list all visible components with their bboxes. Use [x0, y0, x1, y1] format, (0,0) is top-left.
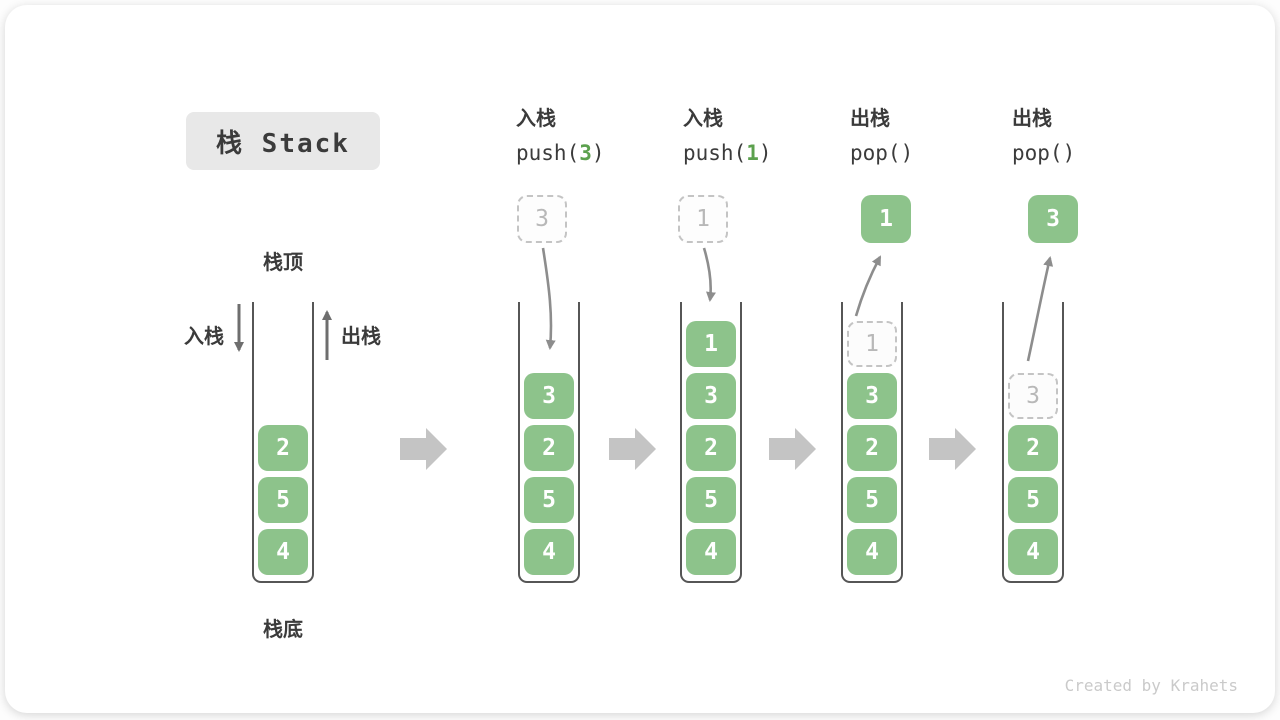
stack-cell: 2 [258, 425, 308, 471]
code-post: ) [758, 141, 772, 165]
operation-code: push(3) [516, 141, 605, 165]
stack-cell: 5 [524, 477, 574, 523]
stack-cell: 4 [524, 529, 574, 575]
push-direction-label: 入栈 [184, 324, 224, 348]
incoming-value: 3 [535, 206, 549, 232]
stack-cell: 2 [686, 425, 736, 471]
stack-cell: 4 [686, 529, 736, 575]
operation-pop-1: 出栈 pop() [850, 107, 913, 165]
operation-name: 入栈 [516, 106, 556, 130]
operation-code: pop() [1012, 141, 1075, 165]
stack-cell: 4 [258, 529, 308, 575]
operation-code: pop() [850, 141, 913, 165]
stack-cell: 5 [258, 477, 308, 523]
code-post: ) [591, 141, 605, 165]
stack-cell: 2 [524, 425, 574, 471]
incoming-value: 1 [696, 206, 710, 232]
stack-cell: 5 [847, 477, 897, 523]
code-post: ) [900, 141, 914, 165]
stack-top-label: 栈顶 [263, 250, 303, 274]
incoming-value-box: 3 [517, 195, 567, 243]
operation-name: 入栈 [683, 106, 723, 130]
operation-pop-2: 出栈 pop() [1012, 107, 1075, 165]
stack-after-push-3: 3 2 5 4 [518, 302, 580, 583]
stack-initial: 2 5 4 [252, 302, 314, 583]
stack-after-push-1: 1 3 2 5 4 [680, 302, 742, 583]
incoming-value-box: 1 [678, 195, 728, 243]
stack-after-pop-3: 3 2 5 4 [1002, 302, 1064, 583]
stack-cell-ghost: 3 [1008, 373, 1058, 419]
stack-cell: 4 [847, 529, 897, 575]
code-post: ) [1062, 141, 1076, 165]
code-pre: pop( [850, 141, 901, 165]
code-arg: 3 [579, 141, 592, 165]
stack-bottom-label: 栈底 [263, 617, 303, 641]
stack-cell: 3 [524, 373, 574, 419]
popped-value: 3 [1046, 206, 1060, 232]
operation-code: push(1) [683, 141, 772, 165]
operation-push-1: 入栈 push(1) [683, 107, 772, 165]
stack-cell: 2 [847, 425, 897, 471]
credit-text: Created by Krahets [1064, 676, 1238, 695]
code-pre: push( [683, 141, 747, 165]
stack-cell: 3 [686, 373, 736, 419]
operation-push-3: 入栈 push(3) [516, 107, 605, 165]
stack-after-pop-1: 1 3 2 5 4 [841, 302, 903, 583]
popped-value: 1 [879, 206, 893, 232]
stack-cell: 1 [686, 321, 736, 367]
page-title: 栈 Stack [216, 128, 350, 159]
code-arg: 1 [746, 141, 759, 165]
pop-direction-label: 出栈 [341, 324, 381, 348]
title-badge: 栈 Stack [186, 112, 380, 170]
code-pre: push( [516, 141, 580, 165]
popped-value-box: 1 [861, 195, 911, 243]
stack-cell: 5 [686, 477, 736, 523]
stack-cell: 3 [847, 373, 897, 419]
stack-cell: 4 [1008, 529, 1058, 575]
popped-value-box: 3 [1028, 195, 1078, 243]
operation-name: 出栈 [850, 106, 890, 130]
stack-cell: 2 [1008, 425, 1058, 471]
operation-name: 出栈 [1012, 106, 1052, 130]
code-pre: pop( [1012, 141, 1063, 165]
stack-cell-ghost: 1 [847, 321, 897, 367]
stack-cell: 5 [1008, 477, 1058, 523]
